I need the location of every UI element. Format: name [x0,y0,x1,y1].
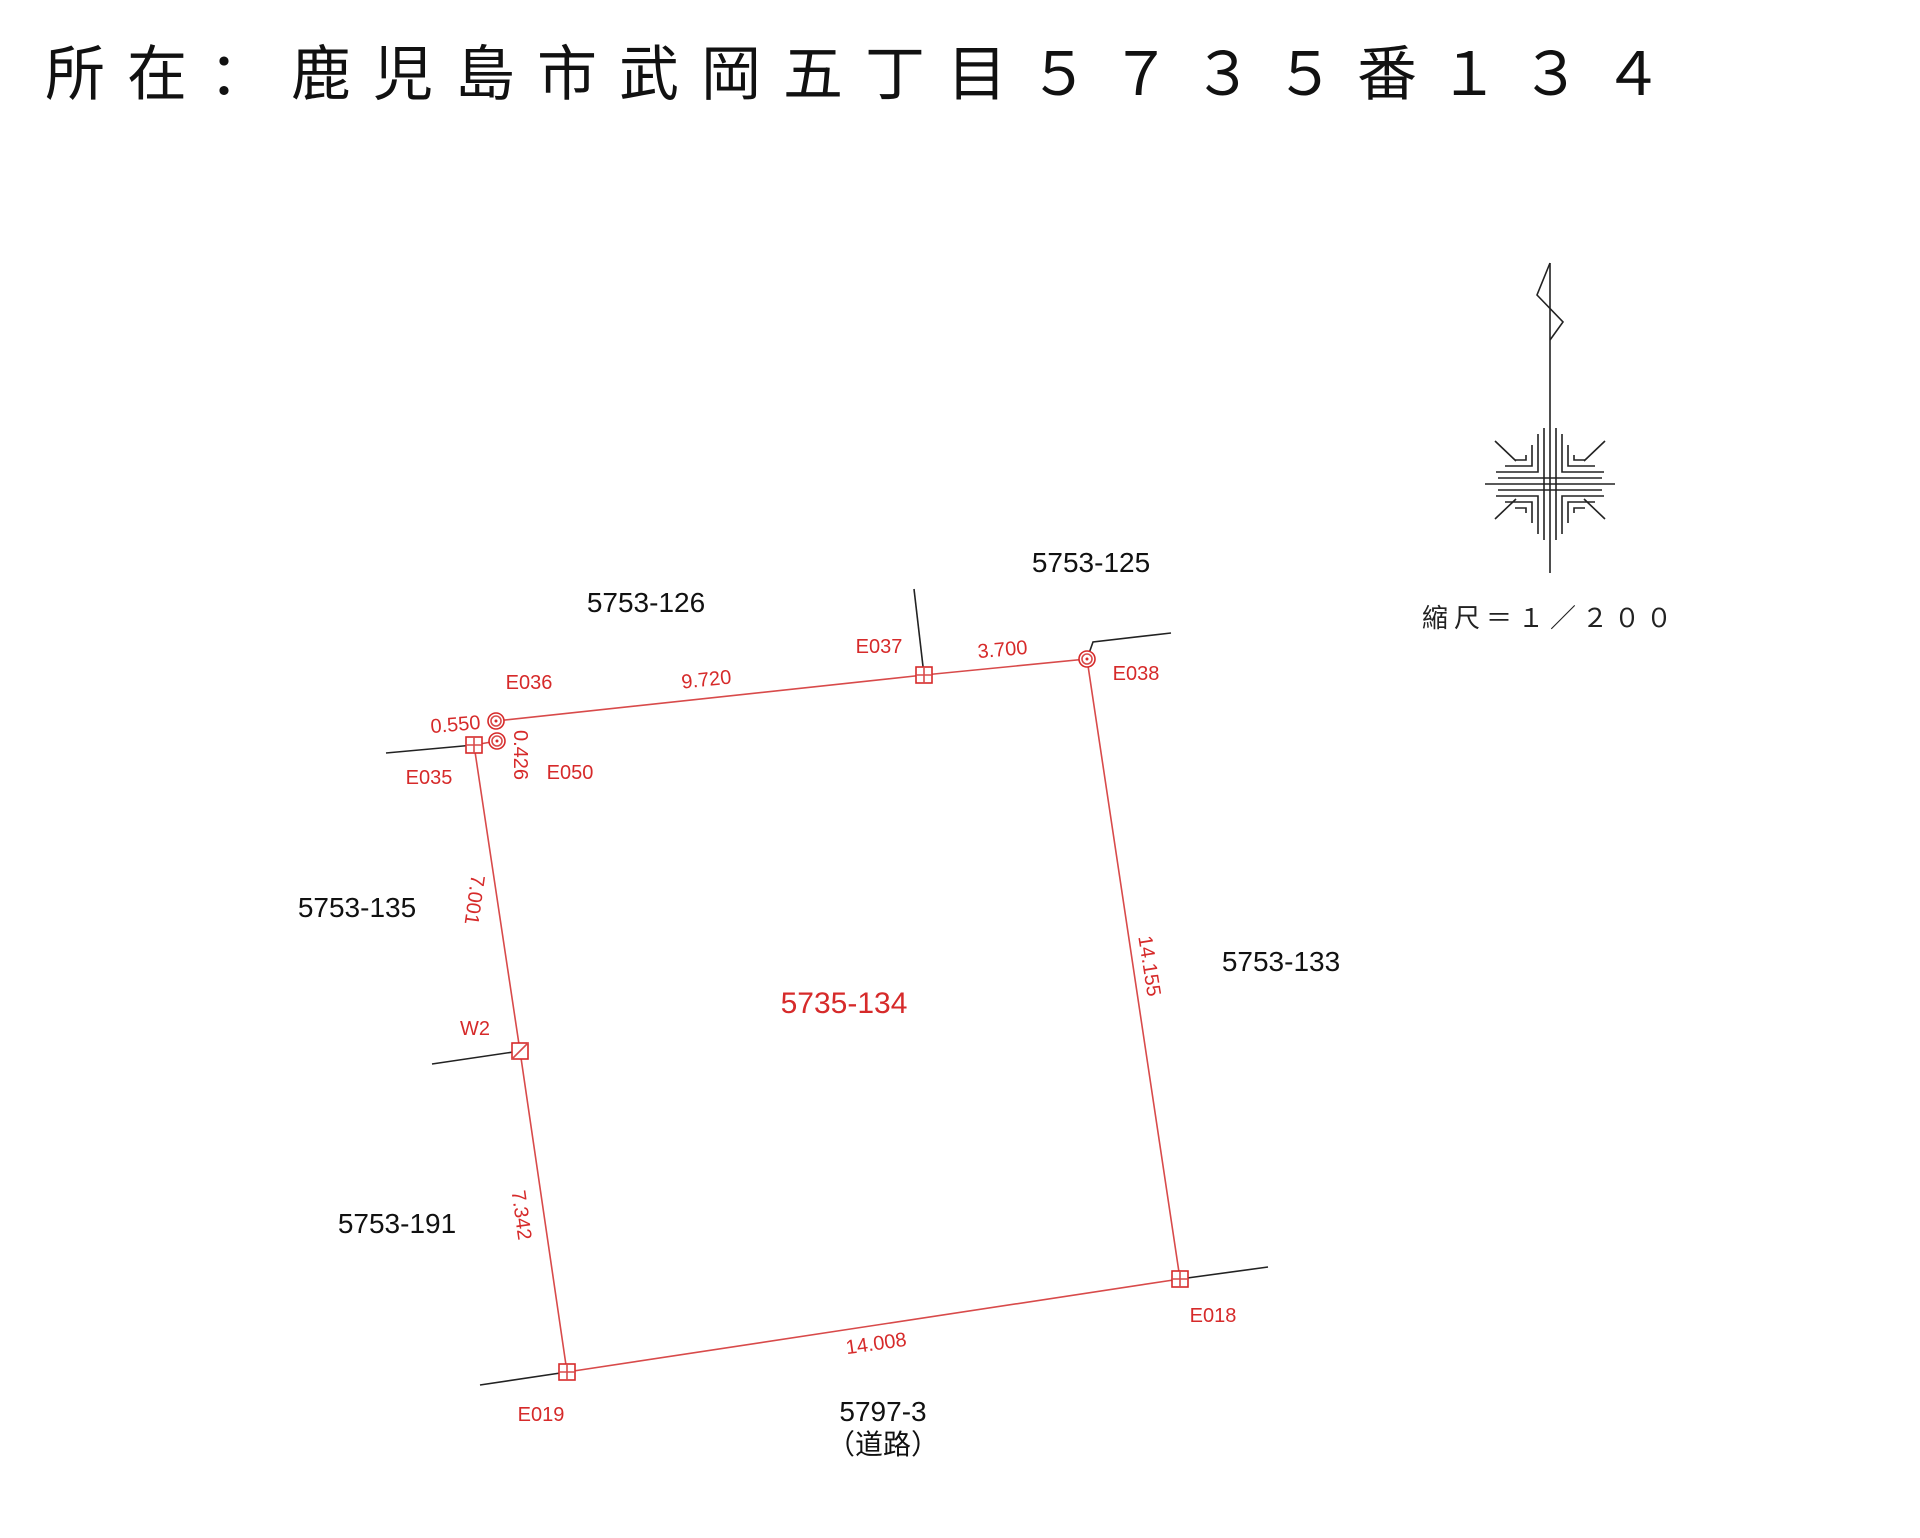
road-lot: 5797-3 [839,1396,926,1427]
road-label: （道路） [827,1429,939,1460]
neighbor-lot: 5753-133 [1222,946,1340,977]
square-marker-icon [915,666,933,684]
circle-marker-icon [487,712,505,730]
diagonal-marker-icon [511,1042,529,1060]
scale-label: 縮尺＝１／２００ [1422,604,1678,634]
point-label-e019: E019 [518,1404,565,1426]
boundary-markers [465,650,1189,1381]
distance-label: 14.155 [1133,934,1164,998]
neighbor-line [385,744,475,754]
square-marker-icon [465,736,483,754]
point-label-w2: W2 [460,1018,490,1040]
neighbor-lot: 5753-125 [1032,547,1150,578]
distance-label: 0.550 [430,712,482,738]
neighbor-line [913,588,925,676]
square-marker-icon [558,1363,576,1381]
distance-label: 7.001 [460,874,489,927]
north-arrow-icon [1485,262,1615,573]
neighbor-line [1086,632,1172,660]
point-label-e018: E018 [1190,1305,1237,1327]
neighbor-lot: 5753-126 [587,587,705,618]
distance-label: 7.342 [507,1189,536,1242]
distance-label: 0.426 [509,730,531,780]
distance-label: 9.720 [680,666,732,693]
neighbor-lot: 5753-135 [298,892,416,923]
boundary-line [473,658,1181,1373]
point-label-e038: E038 [1113,663,1160,685]
square-marker-icon [1171,1270,1189,1288]
neighbor-lot: 5753-191 [338,1208,456,1239]
parcel-number: 5735-134 [781,987,908,1020]
distance-label: 3.700 [977,637,1029,663]
parcel-boundary [473,658,1181,1373]
distance-label: 14.008 [844,1329,908,1359]
circle-marker-icon [1078,650,1096,668]
neighbor-line [1179,1266,1269,1280]
point-label-e035: E035 [406,767,453,789]
location-title: 所在：鹿児島市武岡五丁目５７３５番１３４ [45,40,1685,110]
point-label-e036: E036 [506,672,553,694]
point-label-e050: E050 [547,762,594,784]
point-label-e037: E037 [856,636,903,658]
circle-marker-icon [488,732,506,750]
neighbor-line [431,1050,521,1065]
neighbor-line [479,1371,568,1386]
